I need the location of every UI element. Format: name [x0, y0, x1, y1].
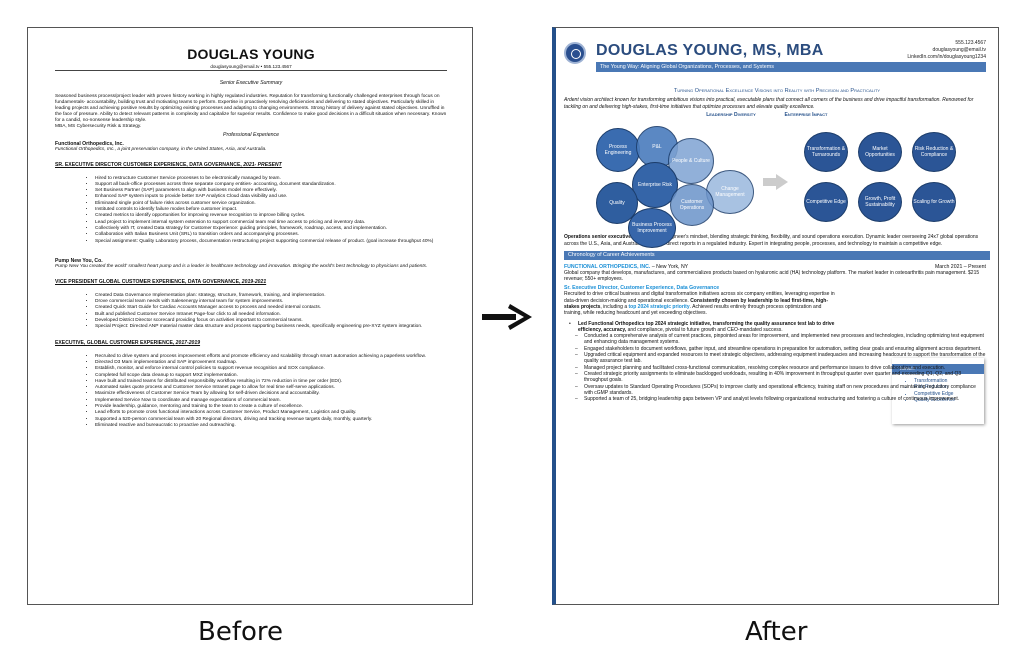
before-caption: Before: [198, 617, 284, 647]
list-item: Created Quick Start Guide for Cardiac Ac…: [95, 305, 447, 311]
before-summary: Seasoned business process/project leader…: [55, 94, 447, 124]
list-item: Collectively with IT, created Data strat…: [95, 226, 447, 232]
list-item: Set Business Partner (SAP) parameters to…: [95, 188, 447, 194]
after-role-title: Sr. Executive Director, Customer Experie…: [564, 285, 720, 292]
impact-circle: Market Opportunities: [858, 132, 902, 172]
list-item: Completed full scope data cleanup to sup…: [95, 373, 447, 379]
list-item: Hired to restructure Customer Service pr…: [95, 176, 447, 182]
before-job-desc: Pump New You created the world' smallest…: [55, 263, 428, 269]
list-item: Recruited to drive system and process im…: [95, 354, 447, 360]
impact-title: Enterprise Impact: [784, 112, 828, 118]
list-item: Upgraded critical equipment and expanded…: [575, 352, 986, 365]
impact-circle: Competitive Edge: [804, 182, 848, 222]
before-job-bullets: Created Data Governance Implementation p…: [95, 293, 447, 331]
leadership-circle: Change Management: [706, 170, 754, 214]
list-item: Collaboration with Italian Business Unit…: [95, 232, 447, 238]
list-item: Supported a 520-person commercial team w…: [95, 417, 447, 423]
list-item: Support all back-office processes across…: [95, 182, 447, 188]
after-role-desc: Recruited to drive critical business and…: [564, 291, 835, 317]
list-item: Managed project planning and facilitated…: [575, 365, 986, 372]
list-item: Establish, monitor, and enforce internal…: [95, 366, 447, 372]
impact-circle: Growth, Profit Sustainability: [858, 182, 902, 222]
leadership-circle: Business Process Improvement: [628, 208, 676, 248]
after-achievement-list: Conducted a comprehensive analysis of cu…: [556, 333, 998, 403]
impact-circle: Scaling for Growth: [912, 182, 956, 222]
list-item: Created metrics to identify opportunitie…: [95, 213, 447, 219]
list-item: Eliminated reactive and bureaucratic to …: [95, 423, 447, 429]
after-profile: Operations senior executive with a proce…: [564, 234, 979, 247]
diagram-arrowhead-icon: [776, 174, 788, 190]
list-item: Engaged stakeholders to document workflo…: [575, 346, 986, 353]
after-lead-bullet: Led Functional Orthopedics top 2024 stra…: [556, 321, 856, 334]
list-item: Instituted controls to identify failure …: [95, 207, 447, 213]
before-job-bullets: Hired to restructure Customer Service pr…: [95, 176, 447, 245]
after-intro: Ardent vision architect known for transf…: [564, 97, 974, 110]
after-company-line: FUNCTIONAL ORTHOPEDICS, INC. – New York,…: [564, 264, 986, 270]
list-item: Lead efforts to promote cross functional…: [95, 410, 447, 416]
list-item: Supported a team of 25, bridging leaders…: [575, 396, 986, 403]
before-resume: DOUGLAS YOUNG douglasyoung@email.tv • 55…: [27, 27, 473, 605]
before-job-bullets: Recruited to drive system and process im…: [95, 354, 447, 430]
after-name: DOUGLAS YOUNG, MS, MBA: [596, 42, 824, 59]
after-header: DOUGLAS YOUNG, MS, MBA 555.123.4567 doug…: [556, 28, 998, 86]
after-brand-band: The Young Way: Aligning Global Organizat…: [596, 62, 986, 72]
before-subtitle: Senior Executive Summary: [219, 80, 283, 86]
before-job-role: SR. EXECUTIVE DIRECTOR CUSTOMER EXPERIEN…: [55, 161, 282, 168]
list-item: Special assignment: Quality Laboratory p…: [95, 239, 447, 245]
list-item: Provide leadership, guidance, mentoring …: [95, 404, 447, 410]
after-contact: 555.123.4567 douglasyoung@email.tv Linke…: [907, 40, 986, 60]
seal-logo-icon: [564, 42, 586, 64]
before-job-desc: Functional Orthopedics, Inc., a joint pr…: [55, 146, 267, 152]
before-job-company: Pump New You, Co.: [55, 257, 103, 264]
leadership-title: Leadership Diversity: [706, 112, 756, 118]
after-company-desc: Global company that develops, manufactur…: [564, 270, 980, 283]
list-item: Built and published Customer Service Int…: [95, 312, 447, 318]
list-item: Developed District Director scorecard pr…: [95, 318, 447, 324]
after-resume: DOUGLAS YOUNG, MS, MBA 555.123.4567 doug…: [552, 27, 999, 605]
impact-circle: Risk Reduction & Compliance: [912, 132, 956, 172]
venn-diagram: Leadership Diversity Enterprise Impact P…: [556, 112, 998, 248]
list-item: Created strategic priority assignments t…: [575, 371, 986, 384]
impact-circle: Transformation & Turnarounds: [804, 132, 848, 172]
after-caption: After: [745, 617, 808, 647]
list-item: Oversaw updates to Standard Operating Pr…: [575, 384, 986, 397]
list-item: Eliminated single point of failure risks…: [95, 201, 447, 207]
list-item: Conducted a comprehensive analysis of cu…: [575, 333, 986, 346]
before-exp-heading: Professional Experience: [223, 131, 279, 138]
before-education: MBA, MS Cybersecurity Risk & Strategy.: [55, 124, 142, 130]
before-name: DOUGLAS YOUNG: [187, 46, 315, 62]
diagram-arrow-icon: [763, 178, 777, 186]
list-item: Enhanced SAP system inputs to provide be…: [95, 194, 447, 200]
after-tagline: Turning Operational Excellence Visions i…: [673, 88, 881, 94]
list-item: Special Project: Directed ANP material m…: [95, 324, 447, 330]
before-job-role: VICE PRESIDENT GLOBAL CUSTOMER EXPERIENC…: [55, 278, 267, 285]
before-contact: douglasyoung@email.tv • 555.123.4567: [55, 64, 447, 71]
list-item: Directed D3 Mam implementation and SAP i…: [95, 360, 447, 366]
arrow-right-icon: [482, 304, 532, 330]
leadership-circle: Customer Operations: [670, 184, 714, 226]
list-item: Lead project to implement internal syste…: [95, 220, 447, 226]
leadership-circle: Process Engineering: [596, 128, 640, 172]
list-item: Implemented Service Now to coordinate an…: [95, 398, 447, 404]
before-job-role: EXECUTIVE, GLOBAL CUSTOMER EXPERIENCE, 2…: [55, 339, 201, 346]
list-item: Automated sales quote process and Custom…: [95, 385, 447, 391]
after-chronology-band: Chronology of Career Achievements: [564, 251, 990, 260]
list-item: Maximize effectiveness of Customer Servi…: [95, 391, 447, 397]
list-item: Created Data Governance Implementation p…: [95, 293, 447, 299]
list-item: Drove commercial team needs with Salesen…: [95, 299, 447, 305]
list-item: Have built and trained teams for distrib…: [95, 379, 447, 385]
before-job-company: Functional Orthopedics, Inc.: [55, 140, 124, 147]
